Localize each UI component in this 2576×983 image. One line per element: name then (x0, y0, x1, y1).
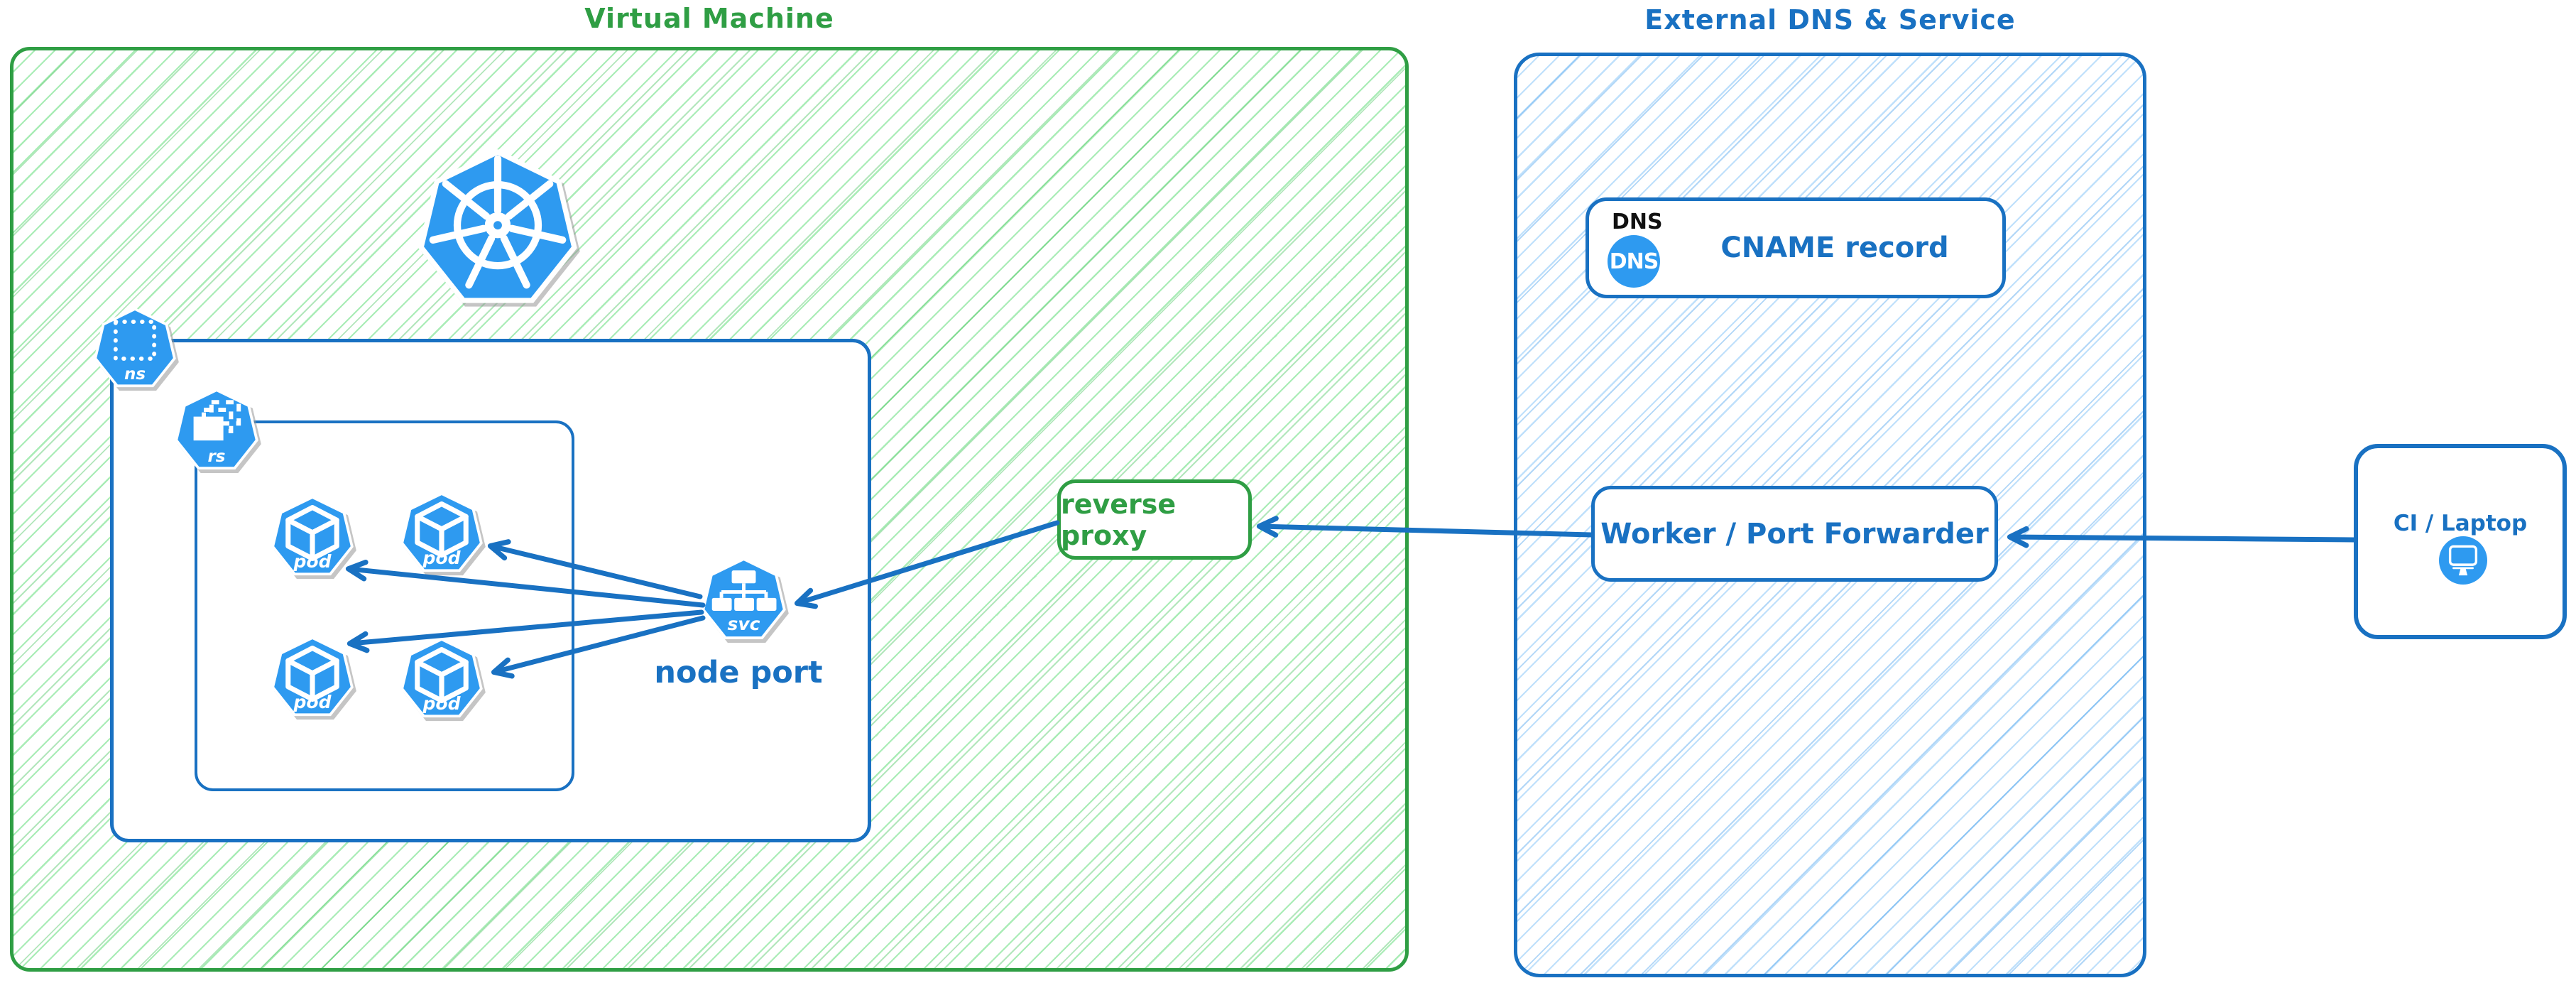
pod-label: pod (293, 551, 332, 572)
external-group-title: External DNS & Service (1644, 4, 2016, 36)
worker-port-forwarder-box: Worker / Port Forwarder (1591, 486, 1998, 582)
cname-record-label: CNAME record (1720, 232, 1949, 264)
monitor-glyph (2448, 545, 2478, 576)
reverse-proxy-box: reverse proxy (1057, 479, 1252, 560)
replicaset-icon-label: rs (207, 447, 226, 467)
kubernetes-logo (417, 149, 579, 311)
stacked-rects-icon (193, 400, 241, 441)
ci-laptop-label: CI / Laptop (2393, 511, 2528, 536)
replicaset-box (195, 420, 574, 791)
reverse-proxy-label: reverse proxy (1061, 488, 1177, 551)
node-port-caption: node port (654, 655, 823, 690)
dotted-square-icon (113, 320, 157, 361)
pod-icon-3: pod (271, 636, 354, 720)
pod-icon-4: pod (400, 638, 484, 722)
vm-group-title: Virtual Machine (584, 3, 834, 34)
monitor-icon (2439, 536, 2487, 585)
kubernetes-wheel-icon (429, 155, 567, 289)
ci-laptop-box: CI / Laptop (2354, 444, 2567, 639)
replicaset-icon: rs (174, 389, 259, 474)
pod-label: pod (293, 692, 332, 713)
dns-tag-label: DNS (1612, 210, 1663, 234)
service-tree-icon (711, 570, 777, 612)
pod-label: pod (422, 548, 461, 569)
dns-icon-label: DNS (1609, 249, 1659, 274)
namespace-icon: ns (93, 308, 177, 391)
cube-icon (285, 504, 339, 562)
pod-label: pod (422, 693, 461, 715)
dns-icon: DNS (1608, 235, 1660, 288)
cube-icon (285, 645, 339, 702)
service-icon-label: svc (727, 613, 760, 634)
pod-icon-1: pod (271, 496, 354, 580)
service-icon: svc (701, 558, 787, 643)
cube-icon (415, 501, 469, 558)
cube-icon (415, 646, 469, 704)
worker-port-forwarder-label: Worker / Port Forwarder (1600, 517, 1989, 550)
pod-icon-2: pod (400, 492, 484, 576)
namespace-icon-label: ns (124, 365, 146, 384)
dns-card: DNS DNS CNAME record (1586, 197, 2006, 298)
